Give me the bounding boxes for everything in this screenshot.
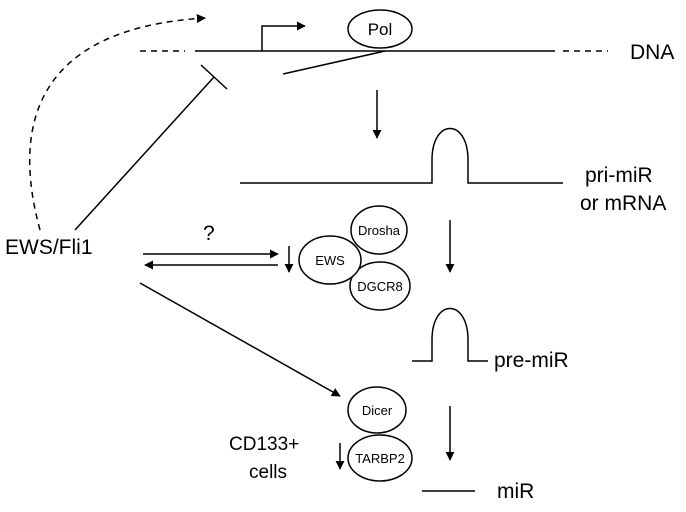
pri-mir-label: pri-miR <box>585 164 653 187</box>
activation-dashed-arrow <box>29 14 206 231</box>
pre-mir-hairpin <box>412 308 488 362</box>
drosha-label: Drosha <box>358 223 401 238</box>
dicer-ellipse <box>347 386 407 434</box>
pre-mir-label: pre-miR <box>494 349 569 372</box>
tarbp2-label: TARBP2 <box>355 451 405 466</box>
transcription-start-arrow <box>261 21 306 51</box>
ews-ellipse <box>298 235 362 285</box>
pol-ellipse <box>347 9 413 49</box>
arrow-to-dicer <box>139 282 341 397</box>
cd133-label-line2: cells <box>249 462 287 483</box>
question-mark: ? <box>203 222 215 245</box>
inhibition-line <box>74 64 228 231</box>
pri-mir-label-line2: or mRNA <box>580 192 666 215</box>
ews-label: EWS <box>315 253 345 268</box>
dna-label: DNA <box>630 41 674 64</box>
pol-label: Pol <box>368 20 393 39</box>
tarbp2-ellipse <box>347 434 413 482</box>
cd133-label: CD133+ <box>229 434 299 455</box>
dgcr8-label: DGCR8 <box>357 279 403 294</box>
mir-label: miR <box>497 480 534 503</box>
drosha-ellipse <box>350 205 408 255</box>
dicer-label: Dicer <box>362 403 393 418</box>
nascent-transcript-line <box>282 50 386 75</box>
dgcr8-ellipse <box>349 261 411 311</box>
ews-fli1-label: EWS/Fli1 <box>5 236 93 259</box>
pri-mir-hairpin <box>240 128 563 184</box>
